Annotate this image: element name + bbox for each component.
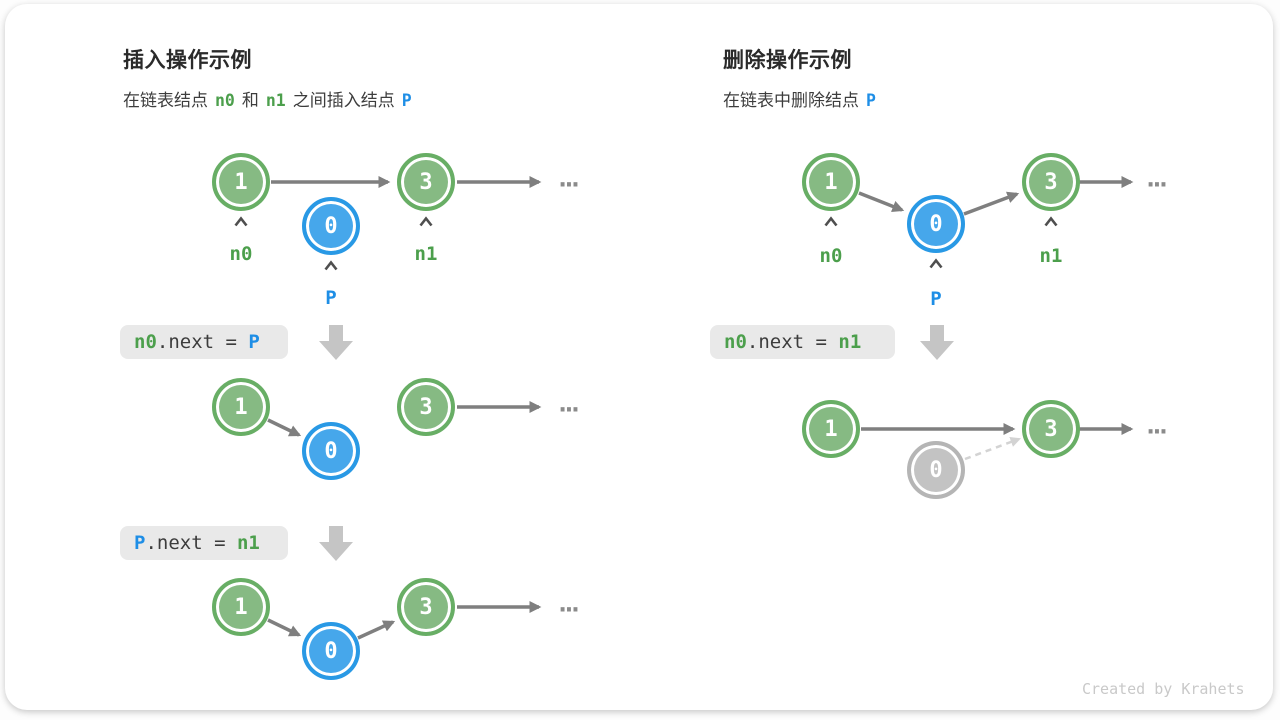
node-value: 3 bbox=[419, 594, 433, 620]
list-node-p: 0 bbox=[302, 197, 360, 255]
code-statement: P.next = n1 bbox=[120, 526, 288, 560]
node-value: 1 bbox=[234, 594, 248, 620]
arrow-insert-r2-n0-p bbox=[267, 418, 302, 437]
node-value: 0 bbox=[929, 211, 943, 237]
more-nodes-ellipsis: ... bbox=[1143, 411, 1170, 440]
code-rhs: n1 bbox=[236, 532, 260, 554]
code-lhs: n0 bbox=[724, 331, 747, 353]
code-mid: .next = bbox=[156, 331, 249, 353]
subtitle-text: 在链表结点 bbox=[123, 91, 208, 110]
caret-up-icon bbox=[824, 216, 838, 227]
code-statement: n0.next = n1 bbox=[710, 325, 895, 359]
block-down-arrow-insert-1 bbox=[319, 325, 353, 360]
node-ref-p: P bbox=[866, 91, 876, 110]
arrow-insert-r3-p-n1 bbox=[357, 620, 396, 640]
node-value: 1 bbox=[234, 169, 248, 195]
more-nodes-ellipsis: ... bbox=[1143, 164, 1170, 193]
node-value: 3 bbox=[1044, 416, 1058, 442]
list-node: 3 bbox=[397, 378, 455, 436]
code-lhs: n0 bbox=[134, 331, 157, 353]
more-nodes-ellipsis: ... bbox=[555, 164, 582, 193]
arrow-delete-r1-n0-p bbox=[858, 191, 905, 213]
list-node-p: 0 bbox=[907, 195, 965, 253]
node-value: 0 bbox=[324, 438, 338, 464]
list-node: 3 bbox=[397, 153, 455, 211]
node-value: 3 bbox=[419, 394, 433, 420]
caret-up-icon bbox=[1044, 216, 1058, 227]
list-node-p: 0 bbox=[302, 622, 360, 680]
code-rhs: P bbox=[248, 331, 260, 353]
code-mid: .next = bbox=[145, 532, 237, 554]
insert-title: 插入操作示例 bbox=[123, 49, 252, 72]
arrow-insert-r3-n0-p bbox=[267, 618, 302, 637]
node-value: 3 bbox=[419, 169, 433, 195]
delete-subtitle: 在链表中删除结点 P bbox=[723, 86, 883, 111]
insert-subtitle: 在链表结点 n0 和 n1 之间插入结点 P bbox=[123, 86, 419, 111]
node-value: 1 bbox=[824, 169, 838, 195]
list-node: 1 bbox=[212, 153, 270, 211]
list-node-removed: 0 bbox=[907, 441, 965, 499]
more-nodes-ellipsis: ... bbox=[555, 389, 582, 418]
subtitle-text: 在链表中删除结点 bbox=[723, 91, 859, 110]
caret-up-icon bbox=[234, 216, 248, 227]
credit-text: Created by Krahets bbox=[1082, 680, 1245, 698]
block-down-arrow-delete-1 bbox=[920, 325, 954, 360]
node-value: 1 bbox=[824, 416, 838, 442]
node-value: 3 bbox=[1044, 169, 1058, 195]
node-value: 0 bbox=[324, 213, 338, 239]
list-node: 1 bbox=[802, 153, 860, 211]
pointer-label-p: P bbox=[930, 288, 942, 310]
arrow-delete-r1-p-n1 bbox=[963, 191, 1020, 216]
list-node: 1 bbox=[212, 378, 270, 436]
block-down-arrow-insert-2 bbox=[319, 526, 353, 561]
list-node: 1 bbox=[802, 400, 860, 458]
list-node: 1 bbox=[212, 578, 270, 636]
dashed-removed-pointer bbox=[964, 436, 1021, 461]
caret-up-icon bbox=[324, 260, 338, 271]
subtitle-text: 和 bbox=[241, 91, 259, 110]
pointer-label-n1: n1 bbox=[414, 243, 438, 265]
list-node: 3 bbox=[1022, 153, 1080, 211]
caret-up-icon bbox=[929, 258, 943, 269]
code-statement: n0.next = P bbox=[120, 325, 288, 359]
pointer-label-n1: n1 bbox=[1039, 245, 1063, 267]
canvas-card: 插入操作示例 在链表结点 n0 和 n1 之间插入结点 P 1 3 0 ... n0 n1… bbox=[5, 4, 1273, 710]
pointer-label-n0: n0 bbox=[229, 243, 253, 265]
pointer-label-n0: n0 bbox=[819, 245, 843, 267]
node-value: 0 bbox=[324, 638, 338, 664]
list-node: 3 bbox=[397, 578, 455, 636]
code-mid: .next = bbox=[746, 331, 839, 353]
node-value: 1 bbox=[234, 394, 248, 420]
list-node-p: 0 bbox=[302, 422, 360, 480]
delete-title: 删除操作示例 bbox=[723, 49, 852, 72]
node-ref-n1: n1 bbox=[265, 91, 286, 110]
node-ref-n0: n0 bbox=[215, 91, 235, 110]
node-ref-p: P bbox=[401, 91, 412, 110]
code-rhs: n1 bbox=[838, 331, 862, 353]
node-value: 0 bbox=[929, 457, 943, 483]
list-node: 3 bbox=[1022, 400, 1080, 458]
more-nodes-ellipsis: ... bbox=[555, 589, 582, 618]
subtitle-text: 之间插入结点 bbox=[292, 91, 395, 110]
code-lhs: P bbox=[134, 532, 146, 554]
caret-up-icon bbox=[419, 216, 433, 227]
pointer-label-p: P bbox=[325, 287, 337, 309]
